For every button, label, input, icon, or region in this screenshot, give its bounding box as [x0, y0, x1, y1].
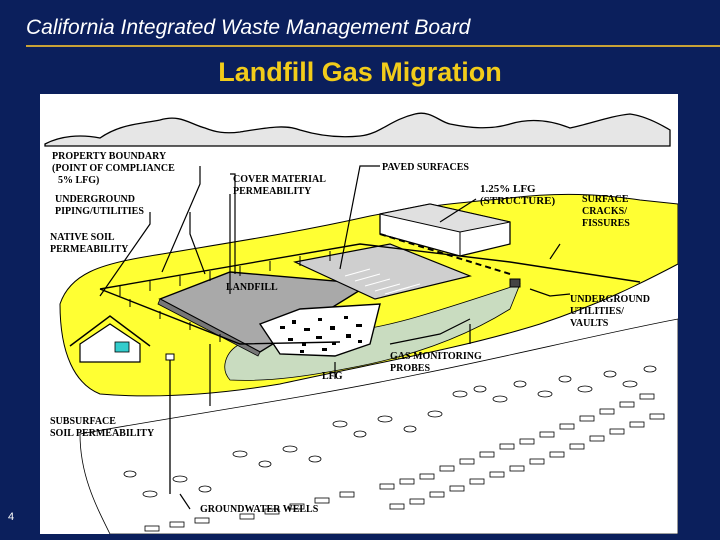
structure-roof	[379, 203, 511, 233]
label-groundwater-wells: GROUNDWATER WELLS	[200, 504, 319, 515]
utility-vault	[509, 278, 521, 288]
label-surface-cracks: SURFACE CRACKS/ FISSURES	[582, 194, 631, 229]
page-number: 4	[8, 511, 15, 523]
label-landfill: LANDFILL	[226, 282, 278, 293]
label-underground-piping: UNDERGROUND PIPING/UTILITIES	[55, 194, 144, 217]
label-native-soil: NATIVE SOIL PERMEABILITY	[50, 232, 129, 255]
house-window	[114, 341, 130, 353]
mountain-range	[44, 112, 671, 147]
groundwater-well-cap	[165, 353, 175, 361]
landfill-gas-migration-diagram: PROPERTY BOUNDARY (POINT OF COMPLIANCE 5…	[40, 94, 678, 534]
header-divider	[26, 45, 720, 47]
label-underground-utilities: UNDERGROUND UTILITIES/ VAULTS	[570, 294, 653, 329]
label-cover-material: COVER MATERIAL PERMEABILITY	[233, 174, 328, 197]
callout-leaders	[99, 165, 571, 510]
label-subsurface-soil: SUBSURFACE SOIL PERMEABILITY	[50, 416, 155, 439]
diagram-drawing: PROPERTY BOUNDARY (POINT OF COMPLIANCE 5…	[44, 112, 678, 534]
fence-posts	[119, 251, 331, 342]
gravel-pattern	[123, 365, 665, 532]
organization-title: California Integrated Waste Management B…	[26, 16, 471, 39]
paved-surface	[293, 243, 472, 300]
subsurface-soil-band	[79, 318, 678, 534]
house-icon	[79, 323, 141, 363]
parking-stripes	[344, 268, 421, 295]
label-gas-monitoring: GAS MONITORING PROBES	[390, 351, 484, 374]
label-property-boundary: PROPERTY BOUNDARY (POINT OF COMPLIANCE 5…	[52, 151, 177, 186]
label-lfg-structure: 1.25% LFG (STRUCTURE)	[480, 183, 556, 207]
waste-debris	[280, 316, 362, 353]
label-paved-surfaces: PAVED SURFACES	[382, 162, 469, 173]
label-lfg: LFG	[322, 371, 343, 382]
utility-line	[379, 233, 511, 275]
slide-title: Landfill Gas Migration	[218, 57, 502, 87]
property-fence-front	[99, 288, 341, 345]
